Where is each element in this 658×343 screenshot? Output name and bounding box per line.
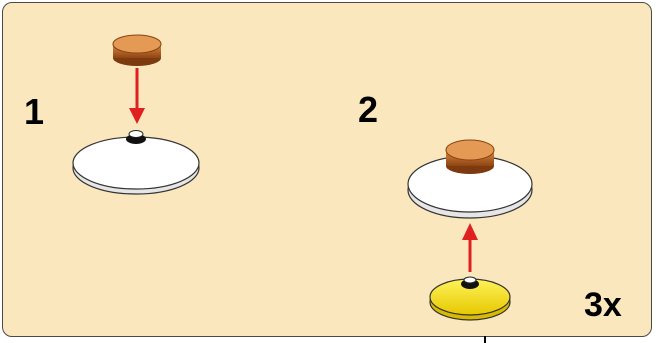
step1-arrow xyxy=(129,68,145,124)
quantity-label: 3x xyxy=(584,286,622,324)
step2-brown-tile xyxy=(445,139,495,174)
step2-arrow xyxy=(462,223,478,272)
step2-white-dish xyxy=(407,155,533,219)
step-number-1: 1 xyxy=(24,91,45,132)
step2-yellow-base xyxy=(429,276,511,321)
step-number-2: 2 xyxy=(358,89,379,130)
step1-white-dish xyxy=(72,130,200,195)
step1-brown-tile xyxy=(112,34,162,66)
page-edge-tick xyxy=(484,336,486,343)
